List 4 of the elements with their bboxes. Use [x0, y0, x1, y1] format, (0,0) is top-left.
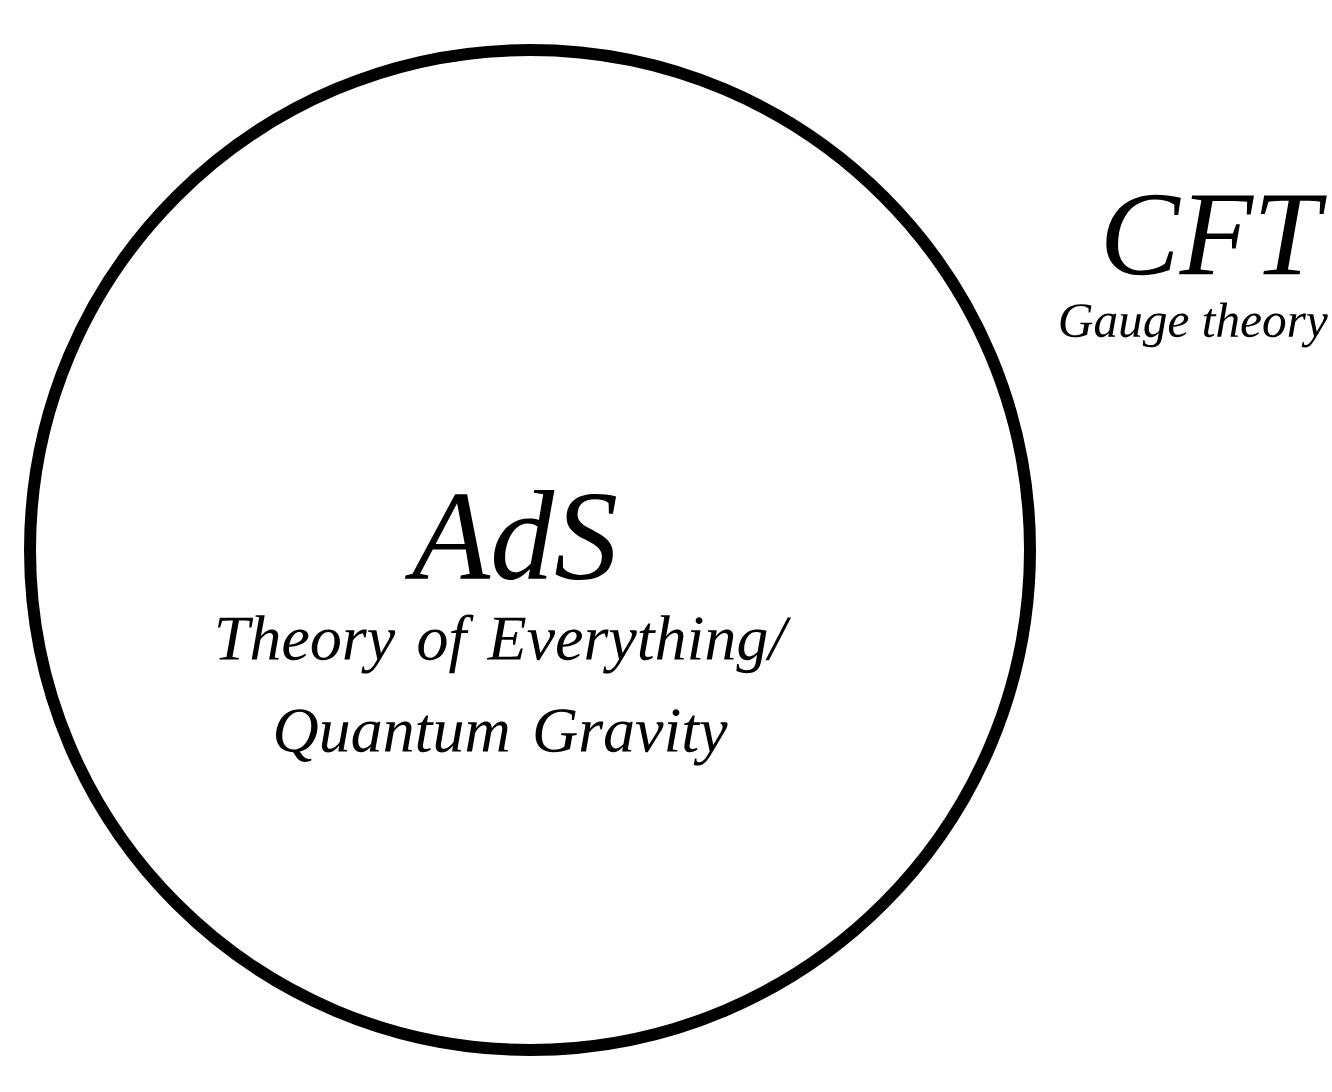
side-heading: CFT: [1106, 194, 1327, 276]
side-label: Gauge theory: [1060, 302, 1328, 348]
heading: AdS: [404, 489, 617, 581]
description: Theory of Everything/ Quantum Gravity: [218, 614, 792, 766]
